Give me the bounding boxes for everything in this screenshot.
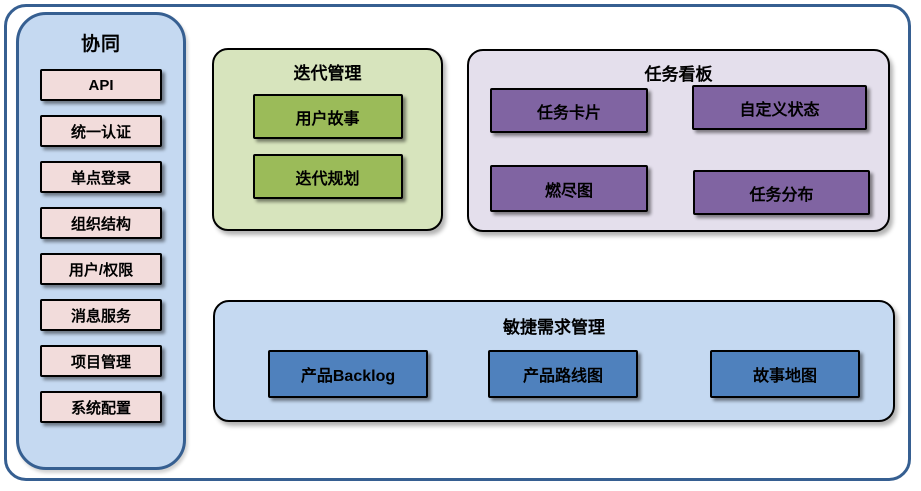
item-burndown-chart: 燃尽图 <box>490 165 648 212</box>
sidebar-title: 协同 <box>80 34 121 55</box>
task-board-panel: 任务看板 任务卡片 自定义状态 燃尽图 任务分布 <box>467 49 890 232</box>
item-user-story: 用户故事 <box>252 94 403 139</box>
sidebar-item-sso: 单点登录 <box>40 161 162 193</box>
item-iteration-planning: 迭代规划 <box>252 154 403 199</box>
item-story-map: 故事地图 <box>710 350 860 398</box>
item-custom-status: 自定义状态 <box>692 85 867 130</box>
item-task-card: 任务卡片 <box>490 88 648 133</box>
iteration-management-panel: 迭代管理 用户故事 迭代规划 <box>212 48 443 231</box>
sidebar-item-project-management: 项目管理 <box>40 345 162 377</box>
sidebar-item-system-config: 系统配置 <box>40 391 162 423</box>
sidebar-item-org-structure: 组织结构 <box>40 207 162 239</box>
sidebar-item-api: API <box>40 69 162 101</box>
sidebar-items: API 统一认证 单点登录 组织结构 用户/权限 消息服务 项目管理 系统配置 <box>19 69 183 423</box>
task-board-title: 任务看板 <box>644 65 713 84</box>
agile-requirements-title: 敏捷需求管理 <box>503 318 605 337</box>
iteration-panel-title: 迭代管理 <box>293 64 362 83</box>
iteration-panel-items: 用户故事 迭代规划 <box>214 94 441 199</box>
sidebar-collaboration-panel: 协同 API 统一认证 单点登录 组织结构 用户/权限 消息服务 项目管理 系统… <box>16 12 186 470</box>
agile-requirements-panel: 敏捷需求管理 产品Backlog 产品路线图 故事地图 <box>213 300 895 422</box>
sidebar-item-users-permissions: 用户/权限 <box>40 253 162 285</box>
sidebar-item-unified-auth: 统一认证 <box>40 115 162 147</box>
item-task-distribution: 任务分布 <box>693 170 870 215</box>
sidebar-item-message-service: 消息服务 <box>40 299 162 331</box>
item-product-roadmap: 产品路线图 <box>488 350 638 398</box>
item-product-backlog: 产品Backlog <box>268 350 428 398</box>
